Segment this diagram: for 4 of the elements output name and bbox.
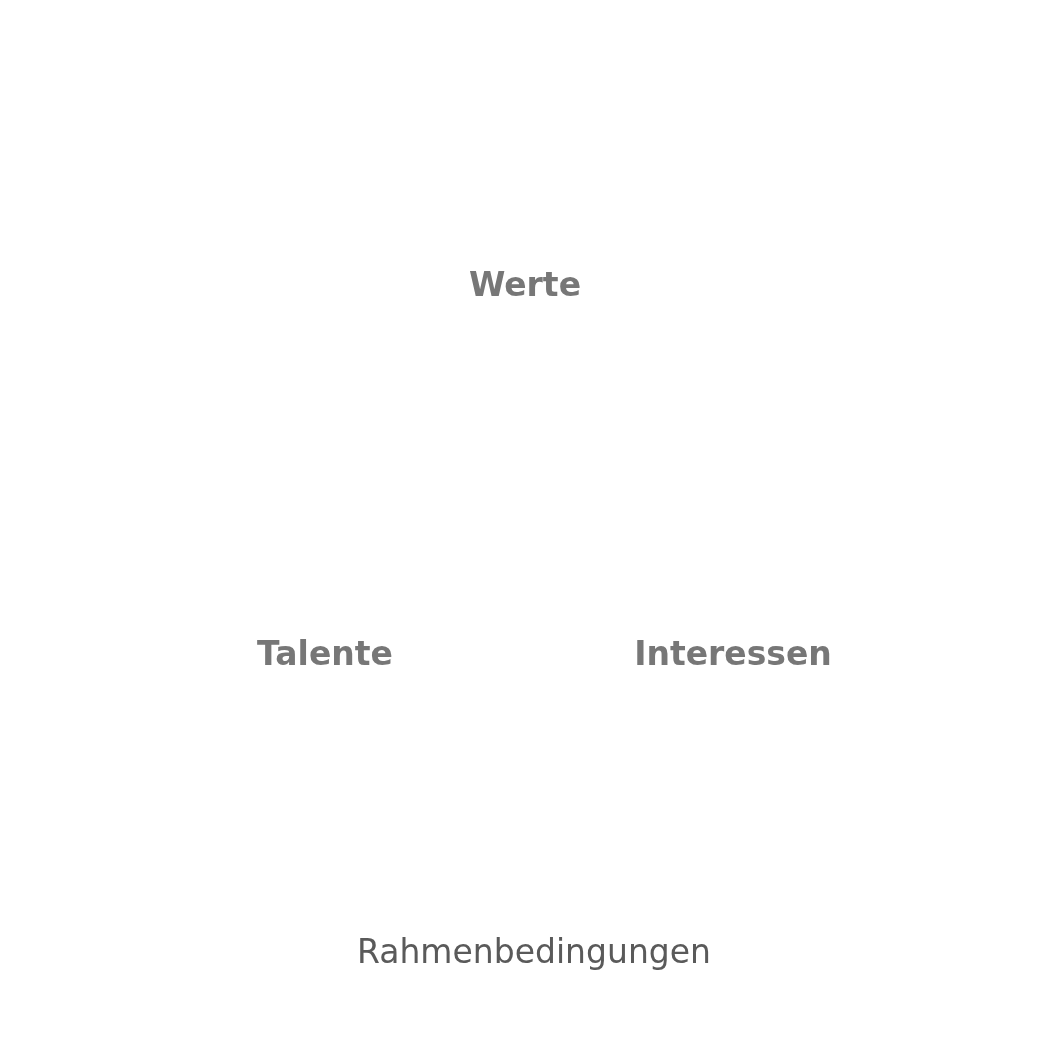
- label-text: Rahmenbedingungen: [357, 931, 711, 971]
- label-text: Interessen: [634, 633, 832, 673]
- label-text: Werte: [469, 264, 581, 304]
- label-text: Talente: [257, 633, 393, 673]
